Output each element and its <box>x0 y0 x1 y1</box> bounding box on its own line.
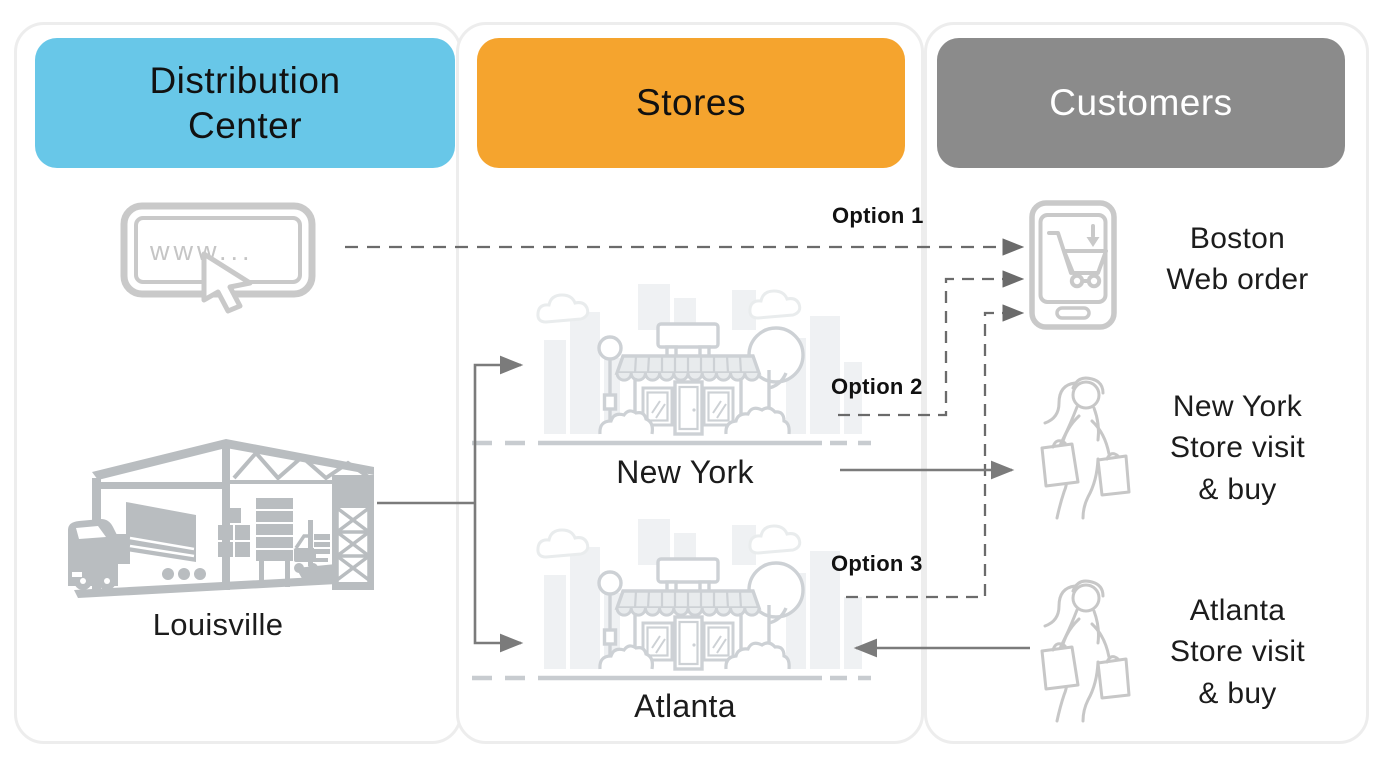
shopping-cart-icon <box>1047 224 1108 289</box>
cursor-arrow-icon <box>201 251 253 314</box>
option2-label: Option 2 <box>831 374 923 399</box>
warehouse-shelves-boxes <box>218 498 293 587</box>
download-arrow-icon <box>1086 237 1100 247</box>
distribution-center-header-label: Distribution Center <box>149 59 341 146</box>
atlanta-customer-label: Atlanta Store visit & buy <box>1169 594 1305 710</box>
smartphone-cart-icon <box>1029 200 1117 330</box>
stores-header: Stores <box>477 38 905 168</box>
atlanta-store-label: Atlanta <box>634 688 736 724</box>
louisville-to-newyork-arrow <box>473 355 524 503</box>
option3-label: Option 3 <box>831 551 923 576</box>
customers-header: Customers <box>937 38 1345 168</box>
new-york-store-label: New York <box>616 454 754 490</box>
warehouse-truck-icon <box>68 439 374 598</box>
boston-customer-label: Boston Web order <box>1166 222 1309 297</box>
louisville-label: Louisville <box>152 607 284 642</box>
www-text: www... <box>149 236 254 266</box>
browser-www-icon: www... <box>120 202 316 314</box>
option3-dashed-arrow <box>846 304 1025 599</box>
distribution-center-header: Distribution Center <box>35 38 455 168</box>
new-york-customer-label: New York Store visit & buy <box>1169 390 1305 506</box>
louisville-to-atlanta-arrow <box>473 503 524 653</box>
stores-header-label: Stores <box>636 82 746 124</box>
option2-dashed-arrow <box>838 270 1025 417</box>
customers-header-label: Customers <box>1049 82 1233 124</box>
option1-label: Option 1 <box>832 203 924 228</box>
